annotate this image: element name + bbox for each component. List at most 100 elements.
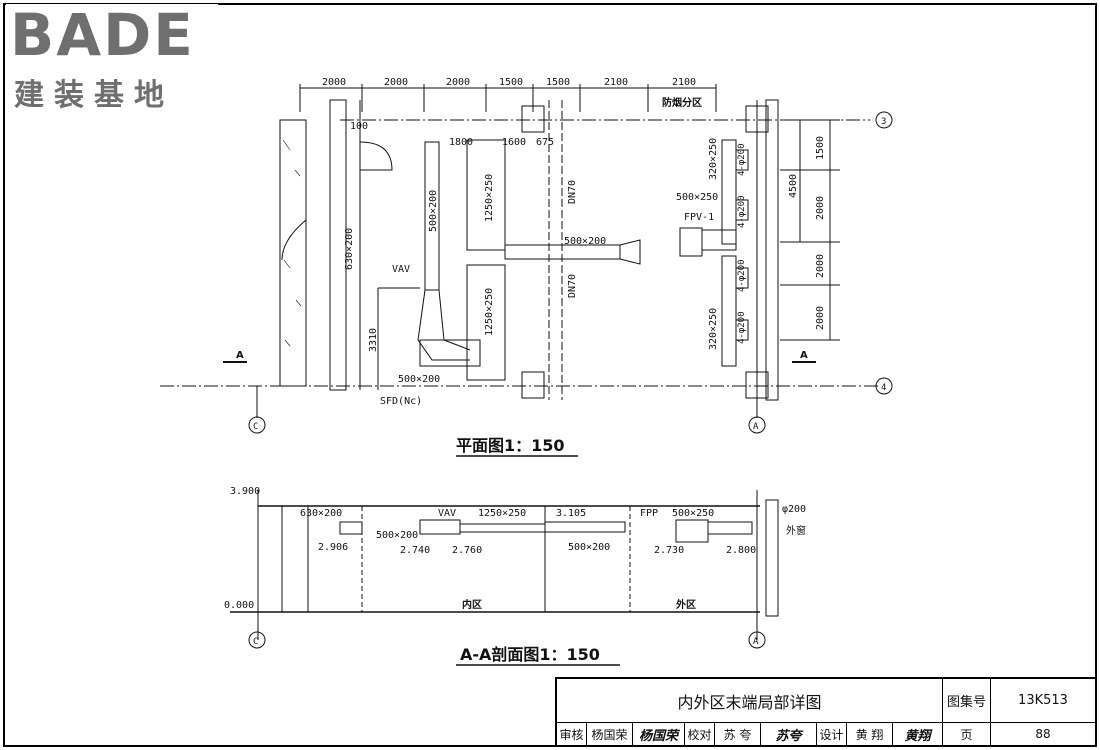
axis-4-label: 4 — [881, 383, 886, 393]
atlas-label: 图集号 — [943, 679, 991, 723]
plan-sub-dim-2: 1600 — [502, 137, 526, 148]
plan-right-dim-1: 1500 — [815, 136, 826, 160]
check-label: 校对 — [685, 723, 715, 745]
label-500x200-bottom: 500×200 — [398, 374, 440, 385]
label-phi-4: 4-φ200 — [737, 311, 747, 344]
vav-box — [419, 339, 481, 367]
checker-name: 苏 夸 — [715, 723, 761, 745]
label-phi-2: 4-φ200 — [737, 195, 747, 228]
label-sfd: SFD(Nc) — [380, 396, 422, 407]
plan-right-dim-3: 2000 — [815, 254, 826, 278]
plan-duct-320x250-a — [721, 139, 737, 245]
sec-el-2800: 2.800 — [726, 545, 756, 556]
title-block: 内外区末端局部详图 图集号 13K513 审核 杨国荣 杨国荣 校对 苏 夸 苏… — [555, 677, 1095, 745]
plan-top-dim-4: 1500 — [499, 77, 523, 88]
plan-sub-dim-3: 675 — [536, 137, 554, 148]
label-320x250-b: 320×250 — [708, 308, 719, 350]
sec-label-500x200-b: 500×200 — [568, 542, 610, 553]
plan-duct-1250x250-b — [466, 264, 506, 381]
diffuser-1 — [735, 149, 749, 171]
axis-c-label: C — [253, 422, 258, 432]
axis-circle-c-section — [248, 631, 266, 649]
sec-label-1250x250: 1250×250 — [478, 508, 526, 519]
plan-top-dim-ticks — [299, 84, 717, 112]
plan-sub-dim-1: 1800 — [449, 137, 473, 148]
axis-circle-4 — [875, 377, 893, 395]
section-duct-500x200 — [544, 521, 626, 533]
zone-inner-label: 内区 — [462, 598, 482, 611]
label-500x200-h: 500×200 — [564, 236, 606, 247]
plan-top-dim-2: 2000 — [384, 77, 408, 88]
level-bottom: 0.000 — [224, 600, 254, 611]
axis-a-label: A — [753, 422, 759, 432]
page-number: 88 — [1035, 727, 1051, 741]
sec-label-fpp: FPP — [640, 508, 658, 519]
sec-el-2730: 2.730 — [654, 545, 684, 556]
plan-duct-320x250-b — [721, 255, 737, 367]
plan-right-dim-2: 2000 — [815, 196, 826, 220]
wall-opening-arc — [281, 219, 307, 261]
label-3310: 3310 — [368, 328, 379, 352]
section-axis-c-label: C — [253, 637, 258, 647]
plan-column-a-bottom — [745, 371, 769, 399]
checker-signature: 苏夸 — [761, 723, 817, 745]
fire-zone-label: 防烟分区 — [662, 96, 702, 109]
plan-column-bottom — [521, 371, 545, 399]
sec-label-500x200-a: 500×200 — [376, 530, 418, 541]
label-phi-1: 4-φ200 — [737, 143, 747, 176]
level-top: 3.900 — [230, 486, 260, 497]
fpv-box — [679, 227, 703, 257]
sec-label-3105: 3.105 — [556, 508, 586, 519]
vav-branch — [417, 289, 470, 361]
label-630x200-plan: 630×200 — [344, 228, 355, 270]
label-320x250-a: 320×250 — [708, 138, 719, 180]
section-vav — [419, 519, 461, 535]
label-vav: VAV — [392, 264, 410, 275]
section-duct-630x200 — [339, 521, 363, 535]
logo-brand: BADE — [10, 1, 195, 69]
review-label: 审核 — [557, 723, 587, 745]
plan-right-dim-ticks — [780, 119, 840, 341]
axis-circle-c-plan — [248, 416, 266, 434]
logo-subtitle: 建装基地 — [14, 78, 174, 113]
vav-branch-2 — [438, 289, 471, 351]
left-wall — [279, 119, 307, 387]
axis-circle-3 — [875, 111, 893, 129]
plan-column-top — [521, 105, 545, 133]
plan-duct-500x250 — [701, 229, 737, 251]
section-duct-500x250 — [707, 521, 753, 535]
exterior-window-plan — [765, 99, 779, 401]
axis-3-label: 3 — [881, 117, 886, 127]
plan-top-dim-5: 1500 — [546, 77, 570, 88]
plan-column-a-top — [745, 105, 769, 133]
sec-label-630x200: 630×200 — [300, 508, 342, 519]
design-label: 设计 — [817, 723, 847, 745]
label-1250x250-a: 1250×250 — [484, 174, 495, 222]
axis-circle-a-section — [748, 631, 766, 649]
label-phi-3: 4-φ200 — [737, 259, 747, 292]
section-axis-a-label: A — [753, 637, 759, 647]
section-wall — [281, 505, 309, 613]
plan-duct-630x200 — [329, 99, 347, 391]
drawing-frame — [3, 3, 1097, 747]
axis-circle-a-plan — [748, 416, 766, 434]
atlas-number: 13K513 — [991, 679, 1095, 723]
sec-el-2760: 2.760 — [452, 545, 482, 556]
sec-label-window: 外窗 — [786, 524, 806, 537]
drawing-name: 内外区末端局部详图 — [557, 679, 943, 723]
plan-right-dim-4: 2000 — [815, 306, 826, 330]
sec-el-2906: 2.906 — [318, 542, 348, 553]
diffuser-3 — [735, 267, 749, 289]
label-1250x250-b: 1250×250 — [484, 288, 495, 336]
section-mark-a-right: A — [800, 350, 808, 361]
label-500x200-v: 500×200 — [428, 190, 439, 232]
section-window — [765, 499, 779, 617]
plan-transition — [619, 239, 641, 265]
plan-dim-100: 100 — [350, 121, 368, 132]
sec-label-phi200: φ200 — [782, 504, 806, 515]
label-fpv: FPV-1 — [684, 212, 714, 223]
plan-top-dim-1: 2000 — [322, 77, 346, 88]
label-500x250: 500×250 — [676, 192, 718, 203]
zone-outer-label: 外区 — [675, 598, 696, 611]
